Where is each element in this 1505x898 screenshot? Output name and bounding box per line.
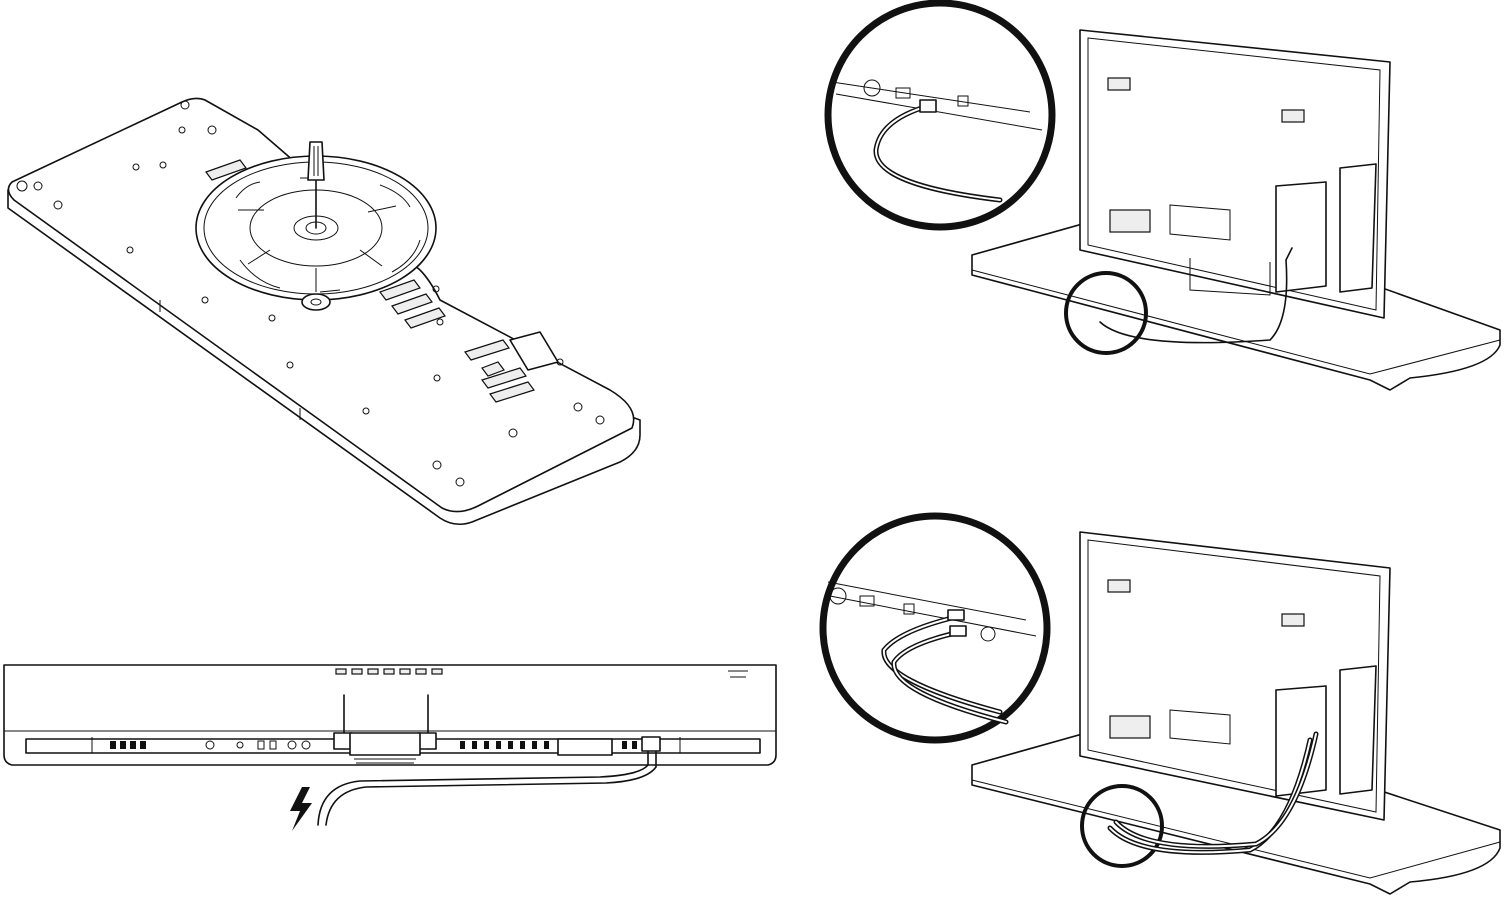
soundbar-rear-figure (0, 655, 780, 835)
tv-analog-drawing (810, 510, 1505, 898)
tv-optical-drawing (810, 0, 1505, 400)
soundbar-rear-drawing (0, 655, 780, 835)
tv-analog-figure (810, 510, 1505, 898)
magnified-callout (823, 516, 1047, 740)
tv-optical-figure (810, 0, 1505, 400)
magnified-callout (828, 3, 1052, 227)
base-plate-figure (0, 90, 650, 530)
power-bolt-icon (290, 787, 312, 831)
base-plate-drawing (0, 90, 650, 530)
